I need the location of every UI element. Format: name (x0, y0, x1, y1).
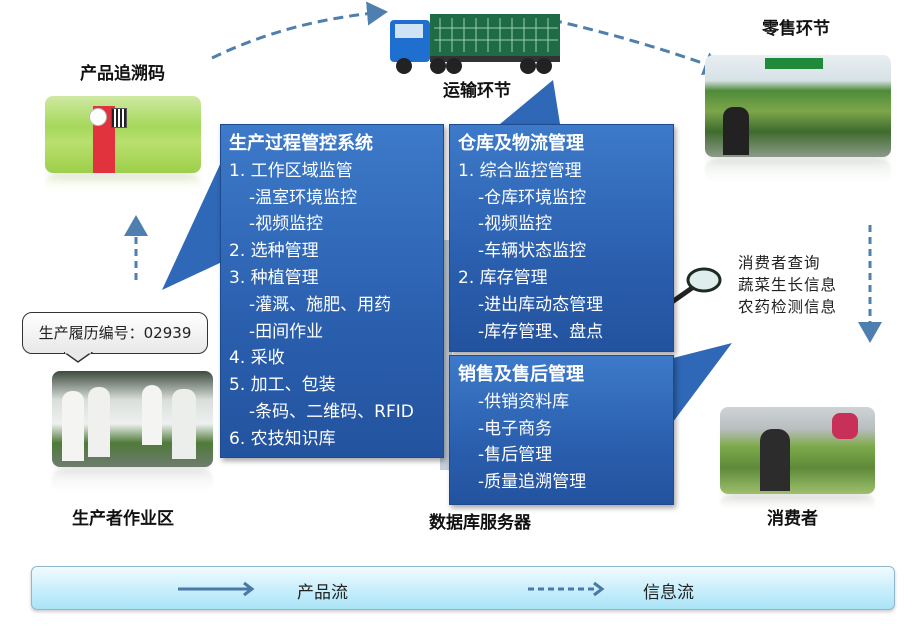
panel-subitem: -视频监控 (249, 214, 324, 235)
production-control-panel: 生产过程管控系统 1. 工作区域监管 -温室环境监控 -视频监控 2. 选种管理… (220, 124, 444, 458)
consumer-query-line: 消费者查询 (738, 254, 821, 272)
panel-item: 5. 加工、包装 (229, 375, 336, 396)
qr-code-icon (111, 108, 127, 128)
panel-title: 仓库及物流管理 (458, 133, 584, 154)
panel-item: 2. 库存管理 (458, 267, 548, 288)
panel-title: 生产过程管控系统 (229, 133, 373, 154)
panel-subitem: -仓库环境监控 (478, 187, 587, 208)
callout-tail (64, 352, 94, 363)
transport-label: 运输环节 (443, 81, 511, 101)
consumer-query-line: 蔬菜生长信息 (738, 276, 838, 294)
panel-subitem: -电子商务 (478, 418, 553, 439)
magnifier-icon (669, 267, 722, 305)
legend: 产品流 信息流 (31, 566, 895, 610)
panel-subitem: -视频监控 (478, 214, 553, 235)
store-sign (765, 58, 823, 69)
label-sticker-icon (89, 108, 107, 126)
consumer-photo (720, 407, 875, 494)
panel-subitem: -田间作业 (249, 321, 324, 342)
info-flow-label: 信息流 (643, 583, 694, 603)
panel-subitem: -条码、二维码、RFID (249, 401, 414, 422)
production-panel-pointer (162, 160, 222, 290)
panel-item: 1. 工作区域监管 (229, 160, 353, 181)
trace-code-label: 产品追溯码 (80, 64, 165, 84)
panel-subitem: -车辆状态监控 (478, 241, 587, 262)
solid-arrow-icon (178, 581, 255, 597)
info-flow-arrow-to-transport (211, 1, 388, 60)
info-flow-arrow-to-retail (551, 18, 725, 76)
panel-item: 1. 综合监控管理 (458, 160, 582, 181)
shoppers (723, 107, 749, 155)
retail-label: 零售环节 (762, 19, 830, 39)
retail-photo (705, 55, 891, 157)
panel-item: 4. 采收 (229, 348, 285, 369)
dashed-arrow-icon (528, 581, 605, 597)
trace-code-photo (45, 96, 201, 173)
sales-panel-pointer (673, 343, 732, 422)
panel-item: 2. 选种管理 (229, 241, 319, 262)
panel-title: 销售及售后管理 (458, 364, 584, 385)
panel-item: 6. 农技知识库 (229, 428, 336, 449)
consumer-query-line: 农药检测信息 (738, 298, 838, 316)
truck-icon (390, 14, 560, 74)
warehouse-panel-pointer (500, 80, 560, 124)
warehouse-logistics-panel: 仓库及物流管理 1. 综合监控管理 -仓库环境监控 -视频监控 -车辆状态监控 … (449, 124, 674, 352)
panel-subitem: -进出库动态管理 (478, 294, 604, 315)
production-record-callout: 生产履历编号：02939 (22, 312, 208, 354)
consumer-query-info: 消费者查询 蔬菜生长信息 农药检测信息 (738, 252, 837, 318)
panel-item: 3. 种植管理 (229, 267, 319, 288)
product-flow-label: 产品流 (297, 583, 348, 603)
db-server-label: 数据库服务器 (429, 513, 531, 533)
producer-photo (52, 371, 213, 467)
sales-aftersales-panel: 销售及售后管理 -供销资料库 -电子商务 -售后管理 -质量追溯管理 (449, 355, 674, 505)
panel-subitem: -供销资料库 (478, 391, 570, 412)
panel-subitem: -灌溉、施肥、用药 (249, 294, 392, 315)
panel-subitem: -温室环境监控 (249, 187, 358, 208)
consumer-label: 消费者 (767, 509, 818, 529)
panel-subitem: -质量追溯管理 (478, 472, 587, 493)
panel-subitem: -库存管理、盘点 (478, 321, 604, 342)
panel-subitem: -售后管理 (478, 445, 553, 466)
producer-label: 生产者作业区 (72, 509, 174, 529)
